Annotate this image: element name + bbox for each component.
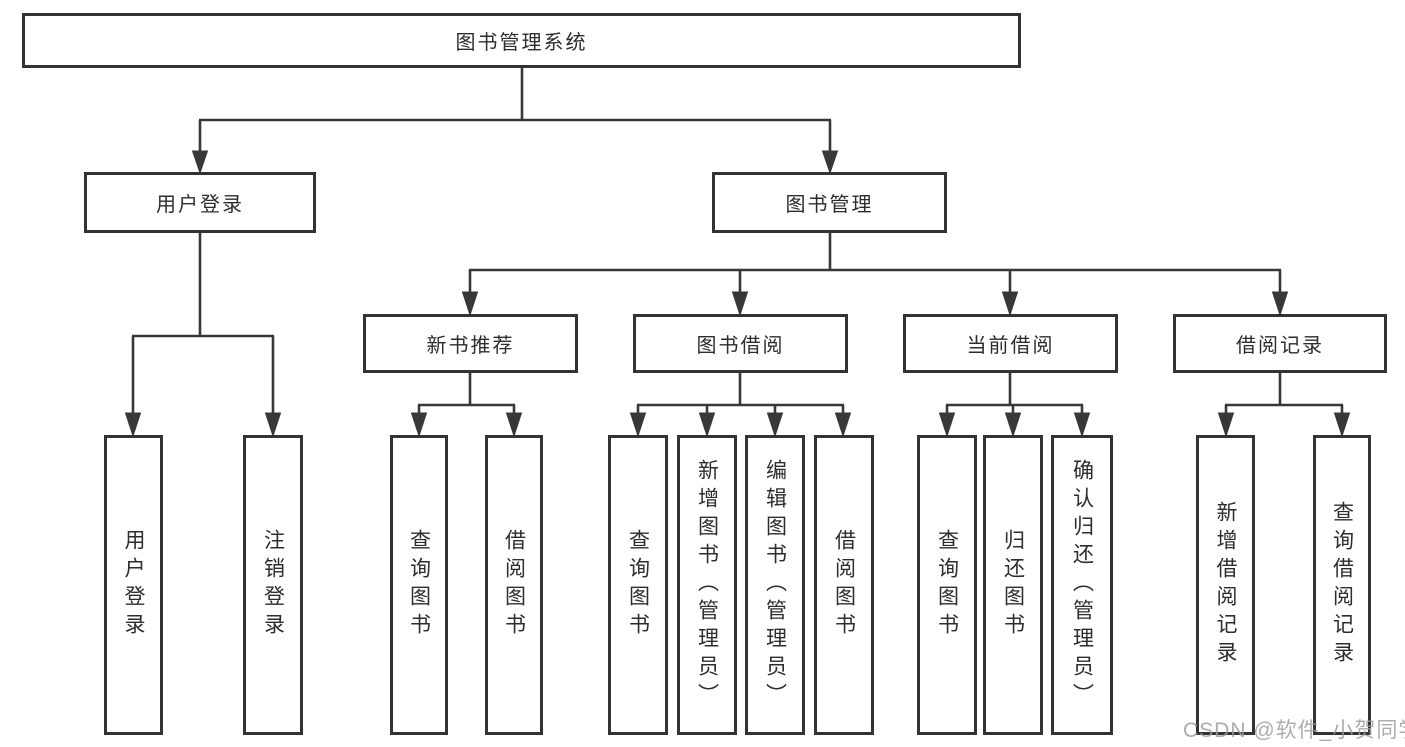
arrow-down-icon: [264, 412, 282, 438]
leaf-query-books-3: 查询图书: [917, 435, 977, 735]
leaf-label: 查询借阅记录: [1330, 501, 1354, 669]
node-user-login-label: 用户登录: [156, 194, 244, 216]
leaf-add-borrow-record: 新增借阅记录: [1196, 435, 1255, 735]
node-borrow-records-label: 借阅记录: [1236, 335, 1324, 357]
arrow-down-icon: [461, 291, 479, 317]
leaf-add-books-admin: 新增图书（管理员）: [677, 435, 737, 735]
arrow-down-icon: [410, 412, 428, 438]
node-new-book-recommend-label: 新书推荐: [426, 335, 515, 357]
node-book-borrow: 图书借阅: [633, 314, 848, 373]
connector-records-to-leaves: [1217, 373, 1351, 438]
node-user-login: 用户登录: [84, 172, 316, 233]
arrow-down-icon: [124, 412, 142, 438]
node-root-label: 图书管理系统: [455, 32, 588, 54]
leaf-label: 确认归还（管理员）: [1070, 459, 1094, 711]
connector-bookmgmt-to-level3: [461, 233, 1289, 317]
leaf-logout: 注销登录: [243, 435, 303, 735]
leaf-confirm-return-admin: 确认归还（管理员）: [1051, 435, 1113, 735]
leaf-label: 借阅图书: [502, 529, 526, 641]
leaf-borrow-books-1: 借阅图书: [485, 435, 543, 735]
connector-borrow-to-leaves: [629, 373, 852, 438]
arrow-down-icon: [1073, 412, 1091, 438]
leaf-borrow-books-2: 借阅图书: [814, 435, 874, 735]
leaf-label: 归还图书: [1001, 529, 1025, 641]
arrow-down-icon: [834, 412, 852, 438]
leaf-user-login: 用户登录: [104, 435, 163, 735]
arrow-down-icon: [821, 150, 839, 175]
node-book-management: 图书管理: [712, 172, 947, 233]
leaf-label: 编辑图书（管理员）: [763, 459, 787, 711]
arrow-down-icon: [938, 412, 956, 438]
leaf-label: 借阅图书: [832, 529, 856, 641]
arrow-down-icon: [1004, 412, 1022, 438]
leaf-label: 注销登录: [261, 529, 285, 641]
connector-newbooks-to-leaves: [410, 373, 523, 438]
node-book-management-label: 图书管理: [785, 194, 874, 216]
node-current-borrow-label: 当前借阅: [966, 335, 1055, 357]
arrow-down-icon: [629, 412, 647, 438]
node-borrow-records: 借阅记录: [1173, 314, 1387, 373]
node-new-book-recommend: 新书推荐: [363, 314, 578, 373]
leaf-label: 查询图书: [935, 529, 959, 641]
leaf-label: 查询图书: [626, 529, 650, 641]
connector-userlogin-to-leaves: [124, 233, 282, 438]
node-root: 图书管理系统: [22, 13, 1021, 68]
leaf-edit-books-admin: 编辑图书（管理员）: [745, 435, 805, 735]
node-current-borrow: 当前借阅: [903, 314, 1118, 373]
arrow-down-icon: [1001, 291, 1019, 317]
arrow-down-icon: [698, 412, 716, 438]
csdn-watermark: CSDN @软件_小贺同学: [1183, 719, 1405, 742]
arrow-down-icon: [191, 150, 209, 175]
leaf-label: 用户登录: [122, 529, 145, 641]
arrow-down-icon: [1271, 291, 1289, 317]
node-book-borrow-label: 图书借阅: [696, 335, 785, 357]
leaf-label: 查询图书: [407, 529, 431, 641]
arrow-down-icon: [505, 412, 523, 438]
leaf-label: 新增图书（管理员）: [695, 459, 719, 711]
leaf-label: 新增借阅记录: [1214, 501, 1237, 669]
arrow-down-icon: [766, 412, 784, 438]
arrow-down-icon: [1217, 412, 1235, 438]
leaf-return-books: 归还图书: [983, 435, 1043, 735]
leaf-query-borrow-record: 查询借阅记录: [1313, 435, 1371, 735]
connector-root-to-level2: [191, 68, 839, 175]
arrow-down-icon: [1333, 412, 1351, 438]
leaf-query-books-1: 查询图书: [390, 435, 448, 735]
connector-current-to-leaves: [938, 373, 1091, 438]
leaf-query-books-2: 查询图书: [608, 435, 668, 735]
arrow-down-icon: [731, 291, 749, 317]
